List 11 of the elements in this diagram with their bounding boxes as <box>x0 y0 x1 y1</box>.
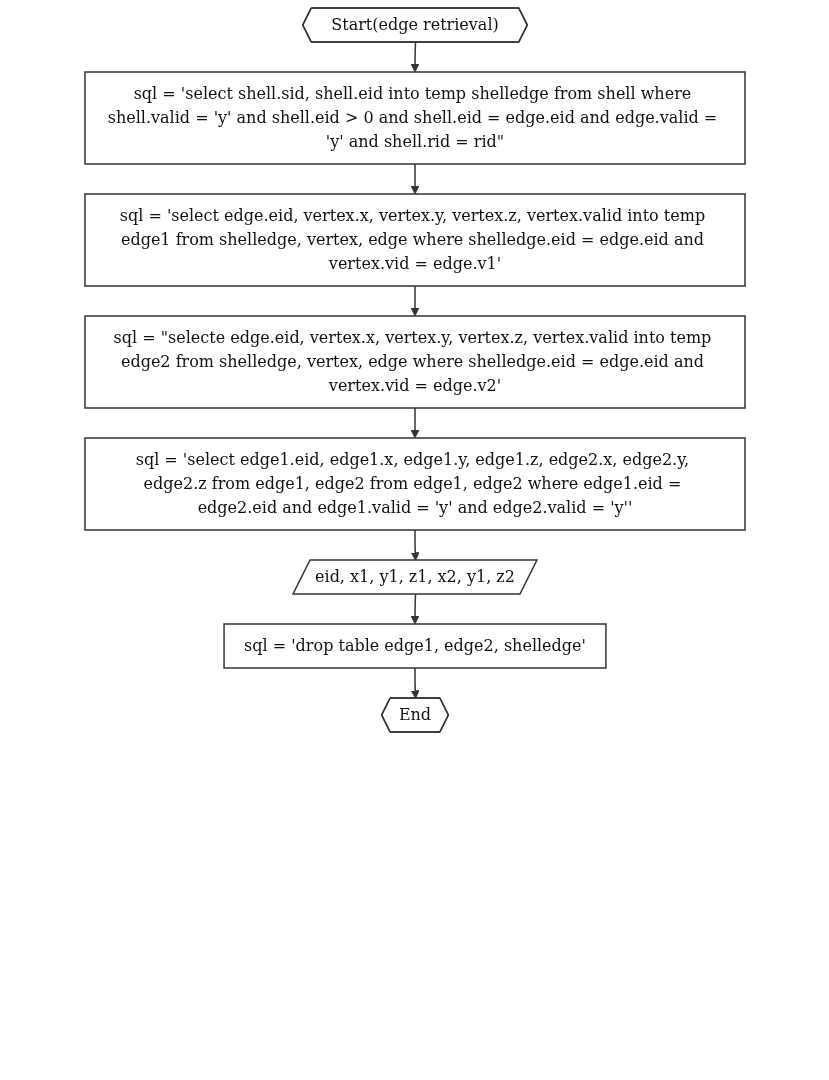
arrow <box>410 407 419 439</box>
arrow <box>410 163 419 195</box>
arrow <box>410 285 419 317</box>
node-box: sql = "selecte edge.eid, vertex.x, vertex.y, vertex.z, vertex.valid into temp edge2 from shelledge, vertex, edge where shelledge.eid = edge.eid and vertex.vid = edge.v2' <box>83 315 746 409</box>
arrow <box>410 667 420 699</box>
node-box: sql = 'drop table edge1, edge2, shelledge' <box>222 623 607 669</box>
node-box: sql = 'select edge.eid, vertex.x, vertex.y, vertex.z, vertex.valid into temp edge1 from shelledge, vertex, edge where shelledge.eid = edge.eid and vertex.vid = edge.v1' <box>83 193 746 287</box>
node-box: sql = 'select edge1.eid, edge1.x, edge1.y, edge1.z, edge2.x, edge2.y, edge2.z from edge1, edge2 from edge1, edge2 where edge1.eid = edge2.eid and edge1.valid = 'y' and edge2.valid = 'y'' <box>83 437 746 531</box>
arrow <box>410 529 420 561</box>
node-box: sql = 'select shell.sid, shell.eid into temp shelledge from shell where shell.valid = 'y' and shell.eid > 0 and shell.eid = edge.eid and edge.valid = 'y' and shell.rid = rid" <box>83 71 746 165</box>
arrow <box>410 41 419 73</box>
